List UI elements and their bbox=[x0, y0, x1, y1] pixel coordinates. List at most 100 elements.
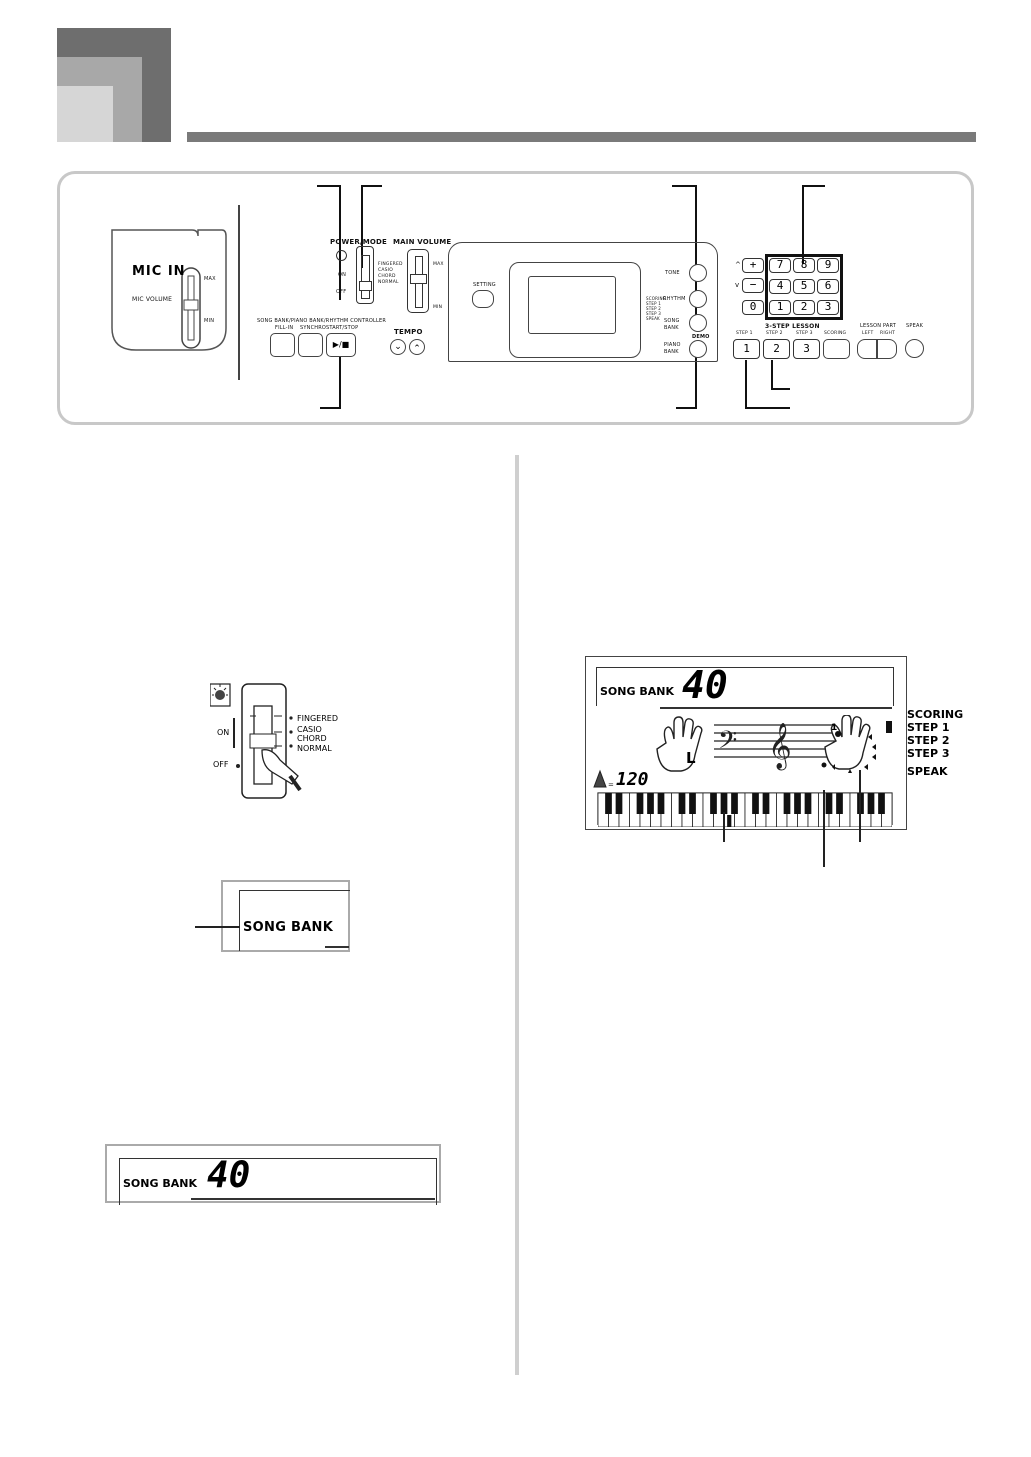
tempo-label: TEMPO bbox=[394, 328, 423, 336]
power-on-label: ON bbox=[338, 272, 347, 278]
black-key bbox=[836, 793, 843, 814]
lesson-label: 3-STEP LESSON bbox=[765, 323, 820, 330]
black-key bbox=[605, 793, 612, 814]
fig-mode-casio: CASIO bbox=[297, 725, 322, 734]
volume-max-label: MAX bbox=[433, 262, 444, 267]
column-divider bbox=[515, 455, 519, 1375]
display-side-list: SCORING STEP 1 STEP 2 STEP 3 SPEAK bbox=[646, 296, 666, 321]
mic-min-label: MIN bbox=[204, 318, 215, 324]
numpad-key-4[interactable]: 4 bbox=[769, 279, 791, 294]
mic-max-label: MAX bbox=[204, 276, 216, 282]
synchro-label: SYNCHRO bbox=[300, 325, 327, 331]
power-switch-figure: ON OFF FINGERED CASIO CHORD NORMAL bbox=[209, 680, 340, 800]
scoring-label: SCORING bbox=[824, 331, 847, 336]
power-led bbox=[336, 250, 347, 261]
highlighted-key-marker bbox=[727, 815, 732, 827]
synchro-button[interactable] bbox=[298, 333, 323, 357]
lcd-tempo-value: 120 bbox=[616, 769, 649, 790]
black-key bbox=[657, 793, 665, 814]
plus-key[interactable]: + bbox=[742, 258, 764, 273]
tempo-down-button[interactable]: ⌄ bbox=[390, 339, 406, 355]
fig-mode-normal: NORMAL bbox=[297, 744, 332, 753]
numpad-key-8[interactable]: 8 bbox=[793, 258, 815, 273]
song-bank-button[interactable] bbox=[689, 314, 707, 332]
display-housing bbox=[448, 242, 718, 362]
callout-lines bbox=[317, 185, 825, 409]
mic-in-label: MIC IN bbox=[132, 264, 186, 279]
numpad-key-3[interactable]: 3 bbox=[817, 300, 839, 315]
black-key bbox=[678, 793, 686, 814]
piano-bank-button[interactable] bbox=[689, 340, 707, 358]
numpad-key-1[interactable]: 1 bbox=[769, 300, 791, 315]
step1-button[interactable]: 1 bbox=[733, 339, 760, 359]
lcd-side-scoring: SCORING bbox=[907, 708, 964, 721]
numpad-key-7[interactable]: 7 bbox=[769, 258, 791, 273]
black-key bbox=[731, 793, 738, 814]
numpad-outline bbox=[765, 254, 843, 320]
lcd-finger-number: 1 bbox=[831, 723, 838, 733]
fig-off-label: OFF bbox=[213, 760, 229, 769]
lcd-large-label: SONG BANK bbox=[600, 685, 674, 698]
header-square-light bbox=[57, 86, 113, 142]
display-screen bbox=[528, 276, 616, 334]
mic-panel-outline bbox=[111, 229, 227, 351]
black-key bbox=[615, 793, 623, 814]
tempo-up-button[interactable]: ⌃ bbox=[409, 339, 425, 355]
start-stop-button[interactable]: ▶/■ bbox=[326, 333, 356, 357]
numpad-key-6[interactable]: 6 bbox=[817, 279, 839, 294]
mic-section: MIC IN MIC VOLUME MAX MIN bbox=[110, 228, 227, 354]
lcd-callout-key bbox=[723, 812, 725, 842]
scoring-button[interactable] bbox=[823, 339, 850, 359]
tone-button[interactable] bbox=[689, 264, 707, 282]
black-key bbox=[867, 793, 875, 814]
lesson-part-left-button[interactable] bbox=[857, 339, 877, 359]
black-key bbox=[689, 793, 696, 814]
black-key bbox=[710, 793, 717, 814]
setting-button[interactable] bbox=[472, 290, 494, 308]
step3-button[interactable]: 3 bbox=[793, 339, 820, 359]
mode-casio-chord: CASIO CHORD bbox=[378, 268, 396, 279]
lcd-hand-letter: L bbox=[686, 749, 696, 767]
lesson-part-label: LESSON PART bbox=[860, 323, 897, 329]
step3-label: STEP 3 bbox=[796, 331, 813, 336]
speak-button[interactable] bbox=[905, 339, 924, 358]
step2-button[interactable]: 2 bbox=[763, 339, 790, 359]
black-key bbox=[804, 793, 812, 814]
rhythm-label: RHYTHM bbox=[663, 296, 686, 302]
lcd-side-step1: STEP 1 bbox=[907, 721, 950, 734]
speak-label: SPEAK bbox=[906, 323, 924, 329]
setting-label: SETTING bbox=[473, 282, 496, 288]
lcd-wide-number: 40 bbox=[207, 1155, 251, 1196]
minus-key[interactable]: − bbox=[742, 278, 764, 293]
rhythm-button[interactable] bbox=[689, 290, 707, 308]
lesson-part-right-button[interactable] bbox=[877, 339, 897, 359]
lcd-large-number: 40 bbox=[682, 663, 728, 707]
numpad-key-9[interactable]: 9 bbox=[817, 258, 839, 273]
fig-mode-fingered: FINGERED bbox=[297, 714, 338, 723]
lesson-right-label: RIGHT bbox=[880, 331, 896, 336]
lcd-side-speak: SPEAK bbox=[907, 765, 948, 778]
fill-in-button[interactable] bbox=[270, 333, 295, 357]
piano-bank-label: PIANO BANK bbox=[664, 342, 681, 355]
step2-label: STEP 2 bbox=[766, 331, 783, 336]
lesson-left-label: LEFT bbox=[862, 331, 874, 336]
side-step1: STEP 1 bbox=[646, 301, 661, 306]
numpad-key-5[interactable]: 5 bbox=[793, 279, 815, 294]
lcd-small-label: SONG BANK bbox=[243, 920, 334, 935]
step1-label: STEP 1 bbox=[736, 331, 753, 336]
display-screen-frame bbox=[509, 262, 641, 358]
numpad-key-2[interactable]: 2 bbox=[793, 300, 815, 315]
numpad-key-0[interactable]: 0 bbox=[742, 300, 764, 315]
power-mode-switch[interactable] bbox=[356, 246, 374, 304]
side-scoring: SCORING bbox=[646, 296, 666, 301]
black-key bbox=[857, 793, 864, 814]
power-modes-list: FINGERED CASIO CHORD NORMAL bbox=[378, 262, 408, 286]
demo-label: DEMO bbox=[692, 334, 710, 340]
main-volume-slider[interactable] bbox=[407, 249, 429, 313]
black-key bbox=[878, 793, 885, 814]
lcd-small: SONG BANK bbox=[221, 880, 350, 952]
lcd-side-step2: STEP 2 bbox=[907, 734, 950, 747]
lcd-keyboard bbox=[598, 793, 892, 827]
start-stop-label: START/STOP bbox=[326, 325, 359, 331]
black-key bbox=[825, 793, 833, 814]
